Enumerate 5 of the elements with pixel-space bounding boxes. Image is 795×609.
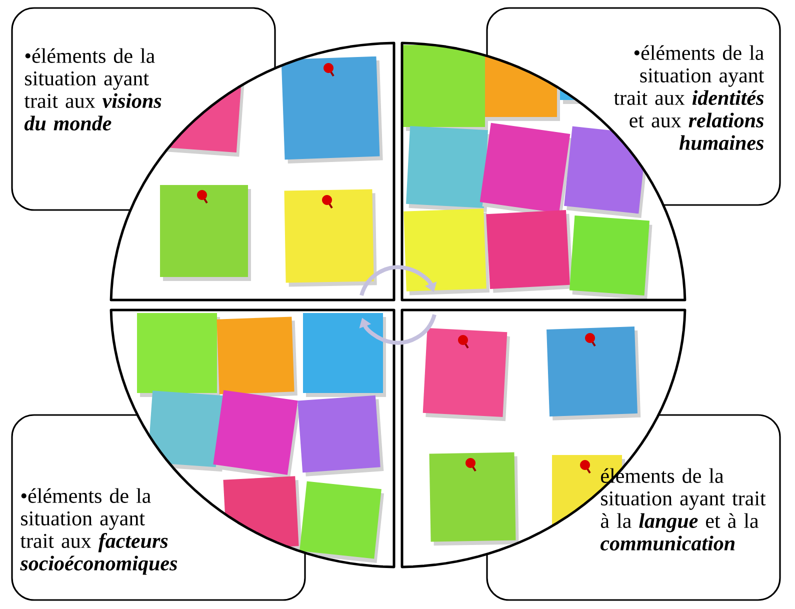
curved-arrow: [360, 265, 437, 296]
text-box: •éléments de la situation ayant trait aux facteurs socioéconomiques: [11, 414, 306, 601]
curved-arrow: [359, 314, 436, 345]
text-box: •éléments de la situation ayant trait aux visions du monde: [11, 7, 276, 211]
text-box: •éléments de la situation ayant trait aux identités et aux relations humaines: [486, 7, 781, 206]
